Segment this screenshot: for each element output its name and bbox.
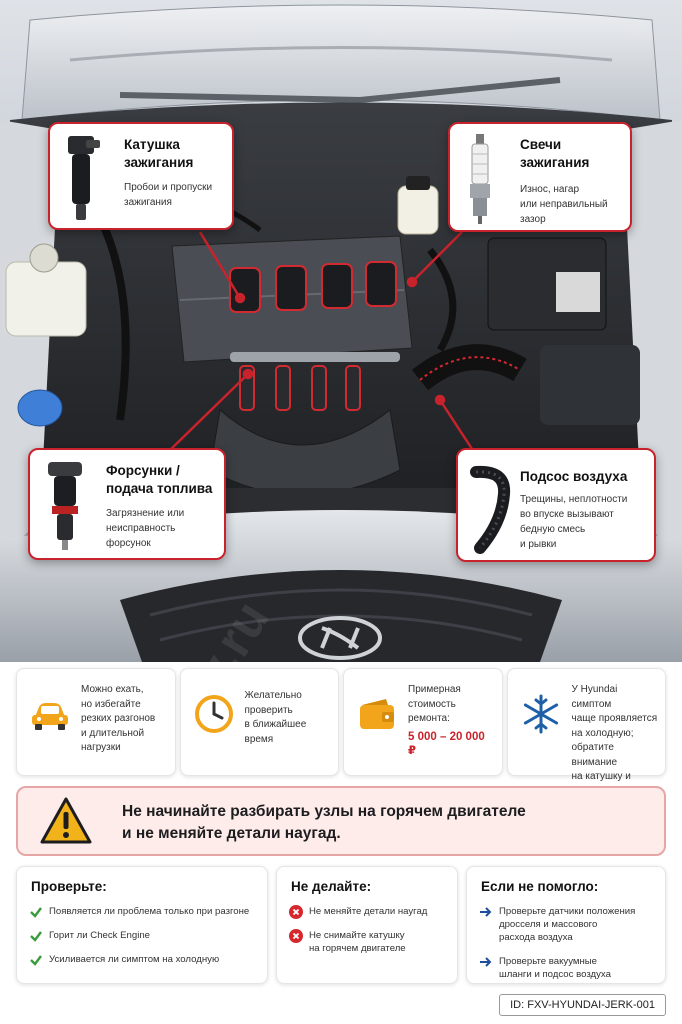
dont-item: Не меняйте детали наугад [289, 905, 451, 919]
snowflake-icon [523, 694, 558, 734]
dont-item-text: Не снимайте катушку [309, 930, 405, 941]
card-text-line: стоимость [408, 698, 456, 710]
callout-fuel-injectors: Форсунки / подача топлива Загрязнение ил… [28, 448, 226, 560]
if-not-item-text: Проверьте вакуумные [499, 956, 598, 967]
callout-spark-plugs: Свечи зажигания Износ, нагар или неправи… [448, 122, 632, 232]
card-text-line: Примерная [408, 684, 461, 695]
card-text-line: чаще проявляется [571, 713, 658, 724]
spark-plug-icon [470, 134, 490, 224]
callout-text-line: или неправильный [520, 199, 608, 210]
engine-bay-drawing [0, 4, 682, 662]
callout-text-line: форсунок [106, 538, 151, 549]
warning-text-line: Не начинайте разбирать узлы на горячем д… [122, 803, 526, 820]
callout-title-line: подача топлива [106, 481, 213, 496]
card-text-line: и длительной [81, 727, 145, 739]
hyundai-logo [298, 616, 382, 660]
if-not-title: Если не помогло: [481, 879, 599, 894]
repair-price: 5 000 – 20 000 ₽ [408, 730, 485, 758]
warning-triangle-icon [40, 797, 92, 844]
card-text-line: Можно ехать, [81, 684, 144, 695]
check-item: Появляется ли проблема только при разгон… [29, 905, 261, 918]
cross-circle-icon [289, 905, 303, 919]
arrow-right-icon [480, 957, 492, 967]
dont-title: Не делайте: [291, 879, 372, 894]
check-item: Усиливается ли симптом на холодную [29, 953, 261, 966]
callout-air-leak: Подсос воздуха Трещины, неплотности во в… [456, 448, 656, 562]
check-title: Проверьте: [31, 879, 107, 894]
fuel-injector-icon [48, 462, 82, 550]
ignition-coil-icon [68, 136, 100, 220]
check-icon [30, 907, 42, 918]
callout-title-line: Свечи [520, 137, 562, 152]
if-not-item-text: расхода воздуха [499, 932, 573, 943]
callout-title-line: Форсунки / [106, 463, 180, 478]
arrow-right-icon [480, 907, 492, 917]
card-text-line: но избегайте [81, 698, 141, 710]
card-text-line: У Hyundai симптом [571, 684, 618, 710]
dont-item-text: Не меняйте детали наугад [309, 906, 428, 917]
card-text-line: время [244, 733, 274, 745]
callout-text-line: зажигания [124, 197, 172, 208]
engine-illustration: fixv.ru Катушка зажигания Пробои и пропу… [0, 0, 682, 662]
advice-columns: Проверьте: Появляется ли проблема только… [16, 866, 666, 984]
air-hose-icon [470, 465, 511, 554]
card-text-line: на холодную; [571, 727, 634, 739]
callout-text-line: и рывки [520, 539, 557, 550]
card-text-line: резких разгонов [81, 713, 156, 724]
callout-text-line: Загрязнение или [106, 508, 185, 519]
callout-text-line: во впуске вызывают [520, 509, 614, 520]
warning-banner: Не начинайте разбирать узлы на горячем д… [16, 786, 666, 856]
info-card-repair-cost: Примерная стоимость ремонта: 5 000 – 20 … [343, 668, 503, 776]
info-card-cold-start: У Hyundai симптом чаще проявляется на хо… [506, 668, 666, 797]
dont-column: Не делайте: Не меняйте детали наугад Не … [276, 866, 458, 984]
callout-text-line: зазор [520, 214, 546, 225]
callout-title-line: зажигания [520, 155, 590, 170]
card-text-line: в ближайшее [244, 719, 307, 730]
check-column: Проверьте: Появляется ли проблема только… [16, 866, 268, 984]
info-card-drive: Можно ехать, но избегайте резких разгоно… [16, 668, 176, 776]
check-icon [30, 931, 42, 942]
card-text-line: проверить [244, 704, 293, 716]
check-item-text: Появляется ли проблема только при разгон… [49, 906, 250, 917]
clock-icon [194, 695, 233, 733]
if-not-item-text: дросселя и массового [499, 919, 598, 930]
check-item-text: Горит ли Check Engine [49, 930, 150, 941]
check-item: Горит ли Check Engine [29, 929, 261, 942]
cross-circle-icon [289, 929, 303, 943]
dont-item: Не снимайте катушку на горячем двигателе [289, 929, 451, 955]
wallet-icon [360, 699, 394, 729]
card-text-line: обратите внимание [571, 742, 618, 768]
callout-ignition-coil: Катушка зажигания Пробои и пропуски зажи… [48, 122, 234, 230]
callout-text-line: бедную смесь [520, 524, 586, 535]
callout-title-line: Подсос воздуха [520, 469, 628, 484]
dont-item-text: на горячем двигателе [309, 943, 406, 954]
callout-title-line: зажигания [124, 155, 194, 170]
card-text-line: нагрузки [81, 742, 121, 753]
document-id: ID: FXV-HYUNDAI-JERK-001 [499, 994, 666, 1016]
if-not-helped-column: Если не помогло: Проверьте датчики полож… [466, 866, 666, 984]
check-icon [30, 955, 42, 966]
callout-title-line: Катушка [124, 137, 180, 152]
callout-text-line: Пробои и пропуски [124, 182, 213, 193]
if-not-item-text: Проверьте датчики положения [499, 906, 636, 917]
if-not-item: Проверьте датчики положения дросселя и м… [479, 905, 659, 944]
if-not-item-text: шланги и подсос воздуха [499, 969, 611, 980]
callout-text-line: Трещины, неплотности [520, 494, 628, 505]
callout-text-line: Износ, нагар [520, 184, 580, 195]
info-cards: Можно ехать, но избегайте резких разгоно… [16, 668, 666, 797]
car-icon [32, 703, 68, 730]
card-text-line: Желательно [244, 690, 302, 701]
callout-text-line: неисправность [106, 523, 176, 534]
info-card-check-soon: Желательно проверить в ближайшее время [179, 668, 339, 776]
if-not-item: Проверьте вакуумные шланги и подсос возд… [479, 955, 659, 981]
card-text-line: ремонта: [408, 713, 450, 724]
warning-text-line: и не меняйте детали наугад. [122, 825, 341, 842]
check-item-text: Усиливается ли симптом на холодную [49, 954, 220, 965]
